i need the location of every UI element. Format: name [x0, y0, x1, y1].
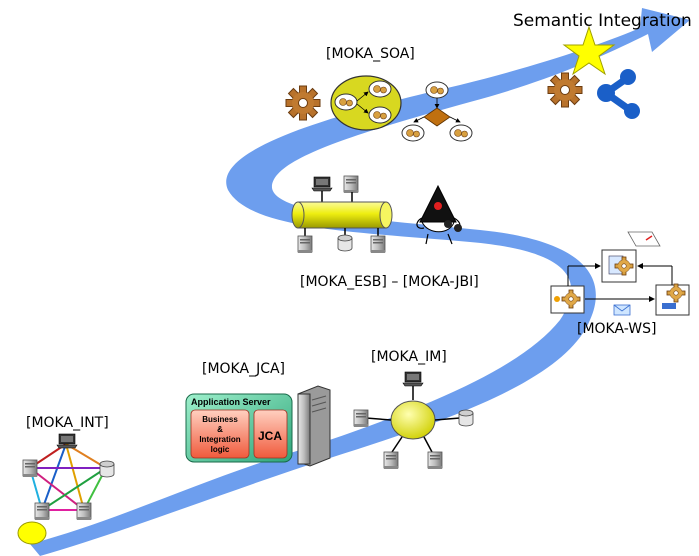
business-line-4: logic — [211, 445, 230, 454]
server-icon — [22, 459, 38, 478]
label-moka-esb-jbi: [MOKA_ESB] – [MOKA-JBI] — [300, 274, 479, 290]
server-icon — [34, 502, 50, 521]
point-to-point-mesh — [17, 433, 115, 545]
soa-services-bubble — [330, 75, 402, 131]
jca-label: JCA — [258, 429, 282, 443]
server-icon — [370, 235, 386, 254]
semantic-network-icon — [597, 69, 640, 119]
ws-diagram — [550, 231, 690, 316]
label-moka-soa: [MOKA_SOA] — [326, 46, 415, 62]
esb-bus — [291, 175, 393, 254]
label-moka-im: [MOKA_IM] — [371, 349, 447, 365]
app-server-title: Application Server — [191, 397, 271, 407]
server-icon — [383, 451, 399, 470]
label-moka-ws: [MOKA-WS] — [577, 321, 656, 337]
laptop-icon — [311, 176, 333, 192]
server-icon — [76, 502, 92, 521]
page-title: Semantic Integration — [513, 11, 692, 31]
im-hub — [353, 371, 474, 470]
star-icon — [562, 25, 616, 76]
java-duke-icon — [416, 184, 462, 245]
business-line-2: & — [217, 425, 223, 434]
label-moka-jca: [MOKA_JCA] — [202, 361, 285, 377]
laptop-icon — [402, 371, 424, 387]
database-icon — [99, 460, 115, 478]
server-icon — [343, 175, 359, 194]
soa-workflow-diagram — [401, 81, 473, 142]
server-icon — [427, 451, 443, 470]
gear-icon — [285, 85, 321, 121]
business-line-3: Integration — [199, 435, 240, 444]
business-line-1: Business — [202, 415, 238, 424]
gear-icon — [547, 72, 583, 108]
database-icon — [337, 234, 353, 252]
server-icon — [353, 409, 369, 428]
server-tower-icon — [297, 385, 331, 467]
laptop-icon — [56, 433, 78, 449]
database-icon — [458, 409, 474, 427]
label-moka-int: [MOKA_INT] — [26, 415, 109, 431]
application-server-box: Application Server Business & Integratio… — [185, 393, 293, 463]
server-icon — [297, 235, 313, 254]
